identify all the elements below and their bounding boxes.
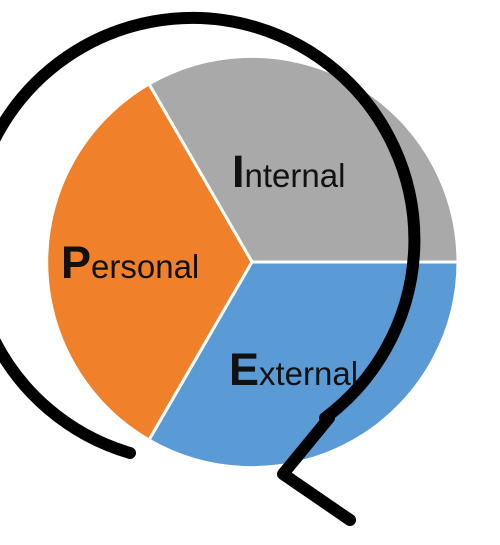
internal-label-initial: I <box>232 146 245 197</box>
personal-label-initial: P <box>61 237 91 288</box>
internal-label-rest: nternal <box>245 157 346 194</box>
external-label-initial: E <box>229 344 259 395</box>
cycle-arrow-icon <box>0 11 421 459</box>
external-label-rest: xternal <box>259 355 358 392</box>
external-segment <box>147 260 460 470</box>
personal-label: Personal <box>61 237 199 288</box>
arrowhead-icon <box>277 412 356 526</box>
personal-label-rest: ersonal <box>91 248 199 285</box>
internal-label: Internal <box>232 146 345 197</box>
external-label: External <box>229 344 358 395</box>
personal-segment <box>45 82 254 442</box>
